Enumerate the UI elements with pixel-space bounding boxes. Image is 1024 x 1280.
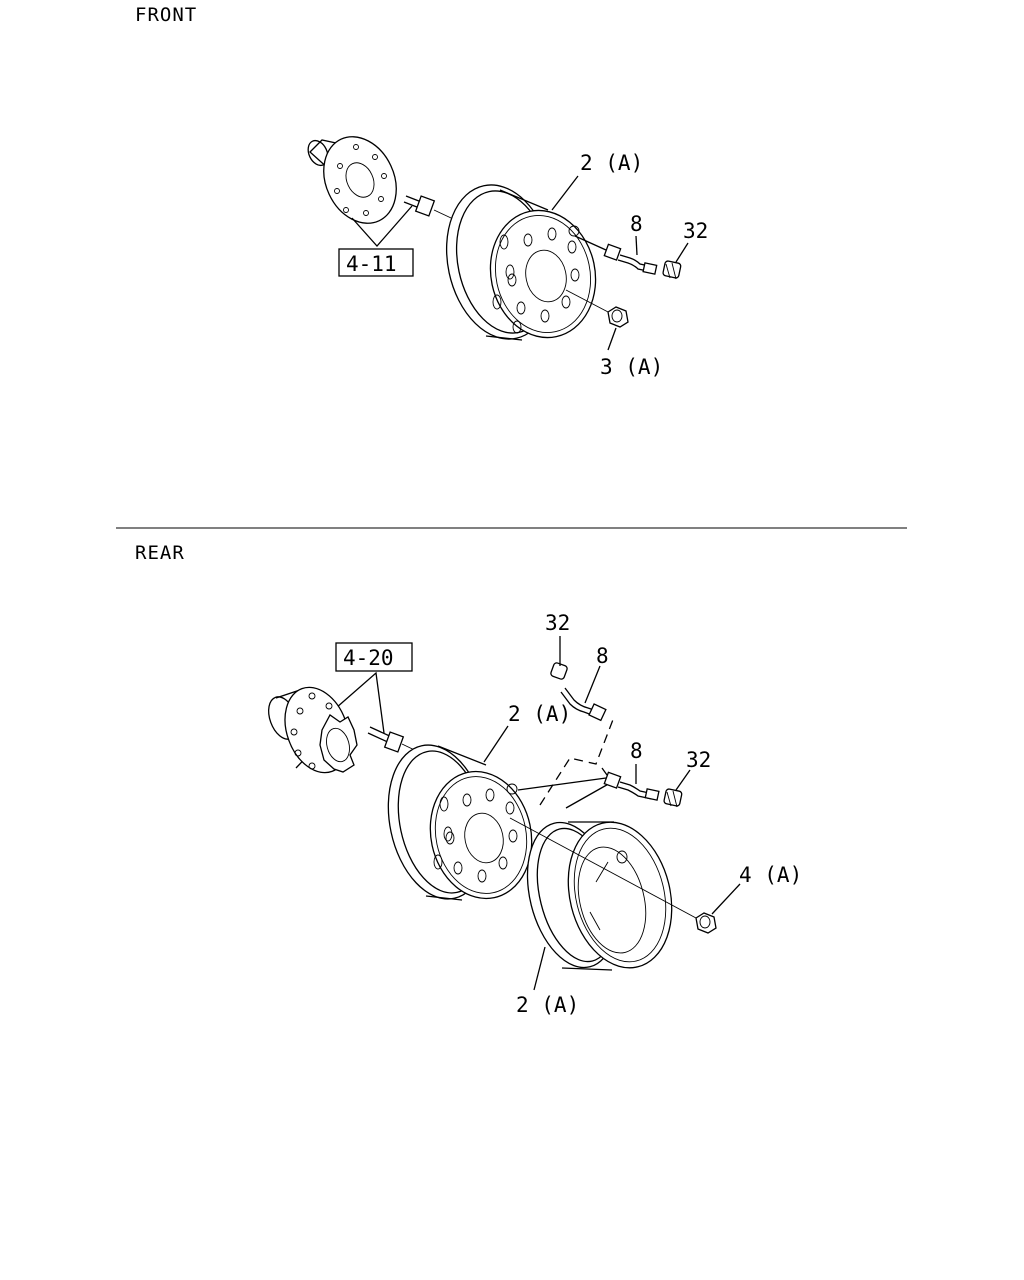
front-section-title: FRONT <box>135 4 197 26</box>
front-callout-wheel-nut: 3 (A) <box>600 355 663 379</box>
rear-valve-cap-outer <box>663 788 683 808</box>
rear-section-title: REAR <box>135 542 185 564</box>
rear-valve-extension-inner <box>560 687 607 722</box>
front-valve-extension <box>574 235 658 275</box>
rear-wheel-outer <box>387 744 533 901</box>
front-valve-cap <box>662 260 682 280</box>
rear-hub <box>268 686 358 774</box>
rear-callout-valve-cap-inner: 32 <box>545 611 570 635</box>
rear-wheel-nut <box>509 817 717 934</box>
rear-wheel-inner <box>526 821 673 971</box>
front-hub <box>307 136 397 224</box>
rear-callout-valve-extension-inner: 8 <box>596 644 609 668</box>
rear-callout-valve-cap-outer: 32 <box>686 748 711 772</box>
rear-ref-box-4-20[interactable]: 4-20 <box>335 642 413 672</box>
front-hub-bolt <box>403 195 436 217</box>
rear-hub-bolt <box>367 726 405 753</box>
front-callout-valve-extension: 8 <box>630 212 643 236</box>
rear-valve-extension-outer <box>517 771 660 801</box>
rear-callout-wheel-inner: 2 (A) <box>516 993 579 1017</box>
front-wheel-nut <box>565 289 629 328</box>
front-callout-valve-cap: 32 <box>683 219 708 243</box>
front-wheel-rim <box>445 184 597 341</box>
rear-callout-wheel-nut: 4 (A) <box>739 863 802 887</box>
front-callout-wheel: 2 (A) <box>580 151 643 175</box>
rear-callout-wheel-outer: 2 (A) <box>508 702 571 726</box>
rear-valve-cap-inner <box>550 662 568 680</box>
rear-ref-box-label: 4-20 <box>343 646 394 670</box>
rear-callout-valve-extension-outer: 8 <box>630 739 643 763</box>
front-ref-box-label: 4-11 <box>346 252 397 276</box>
front-ref-box-4-11[interactable]: 4-11 <box>338 248 414 277</box>
